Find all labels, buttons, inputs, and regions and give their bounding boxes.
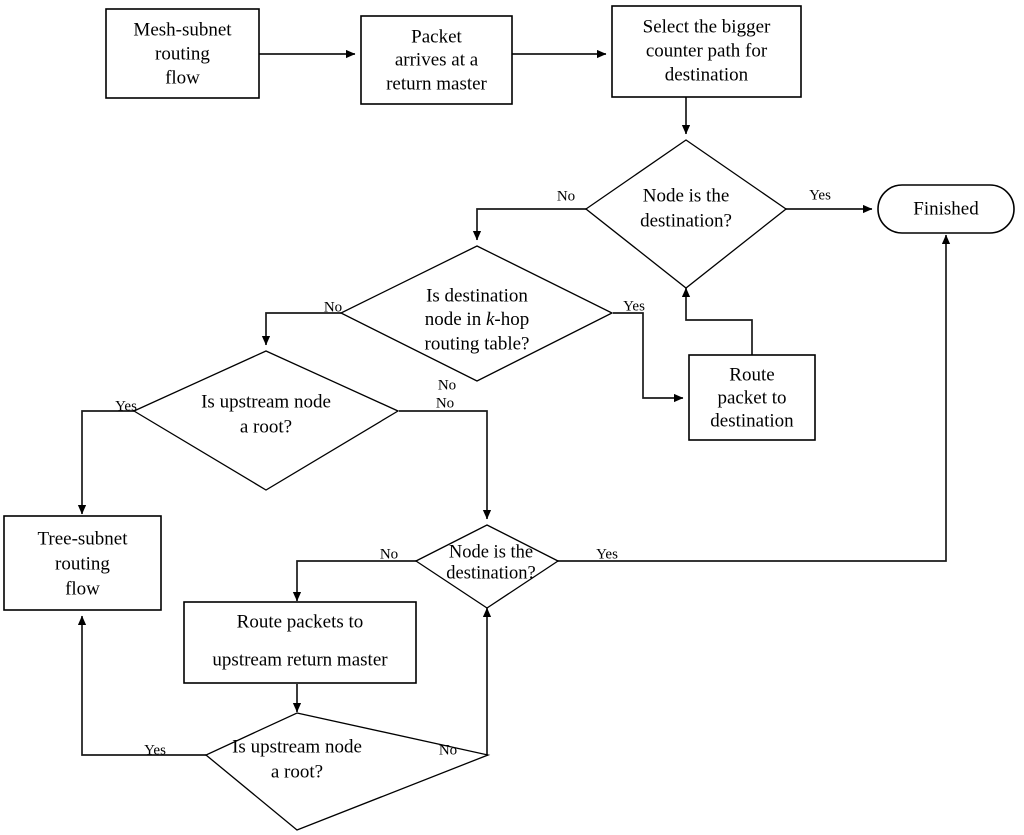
node-mesh-line3: flow [165, 67, 200, 88]
connector-dest1-no-to-khop [472, 208, 592, 241]
connector-root1-yes-to-tree-subnet [77, 410, 134, 515]
node-route-dest-line3: destination [710, 410, 794, 431]
node-khop-line2-italic-k: k [486, 309, 495, 330]
connector-dest2-no-to-route-upstream [292, 560, 422, 602]
node-route-upstream-line2: upstream return master [212, 649, 388, 670]
node-select-line2: counter path for [646, 40, 768, 61]
node-select-line3: destination [665, 64, 749, 85]
node-root2-line2: a root? [271, 761, 323, 782]
edge-label-dest2-yes: Yes [596, 546, 618, 562]
node-packet-line2: arrives at a [395, 49, 479, 70]
node-select-bigger-counter-path[interactable]: Select the bigger counter path for desti… [611, 5, 802, 98]
edge-label-root1-yes: Yes [115, 398, 137, 414]
node-khop-line2-pre: node in [425, 309, 486, 330]
node-route-packets-upstream-return-master[interactable]: Route packets to upstream return master [183, 601, 417, 684]
node-khop-routing-table-decision[interactable]: Is destination node in k-hop routing tab… [339, 245, 614, 382]
node-khop-line3: routing table? [425, 333, 530, 354]
node-khop-line1: Is destination [426, 285, 528, 306]
node-is-destination-decision-1[interactable]: Node is the destination? [584, 139, 788, 289]
node-root1-line2: a root? [240, 416, 292, 437]
connector-root2-yes-to-tree-subnet [77, 615, 206, 756]
node-khop-line2: node in k-hop [425, 309, 529, 330]
connector-khop-yes-to-route-dest [613, 312, 684, 403]
node-packet-line3: return master [386, 73, 487, 94]
connector-dest2-yes-to-finished [553, 234, 951, 562]
edge-label-root1-no: No [438, 377, 456, 393]
connector-route-dest-to-dest1 [681, 287, 753, 355]
node-dest1-line1: Node is the [643, 185, 730, 206]
edge-label-khop-no-bottom: No [436, 395, 454, 411]
node-root1-line1: Is upstream node [201, 391, 331, 412]
node-packet-arrives[interactable]: Packet arrives at a return master [360, 15, 513, 105]
node-tree-line2: routing [55, 553, 110, 574]
edge-label-dest2-no: No [380, 546, 398, 562]
node-root2-line1: Is upstream node [232, 736, 362, 757]
connector-khop-no-to-root1 [261, 312, 341, 346]
node-mesh-line2: routing [155, 43, 210, 64]
node-khop-line2-post: -hop [494, 309, 529, 330]
edge-label-dest1-no: No [557, 188, 575, 204]
node-finished-label: Finished [913, 198, 979, 219]
node-dest1-line2: destination? [640, 210, 732, 231]
node-upstream-root-decision-1[interactable]: Is upstream node a root? [132, 350, 400, 491]
edge-label-dest1-yes: Yes [809, 187, 831, 203]
node-is-destination-decision-2[interactable]: Node is the destination? [414, 524, 560, 609]
connector-root1-no-to-dest2 [399, 410, 492, 520]
node-mesh-line1: Mesh-subnet [133, 19, 232, 40]
edge-label-khop-no-left: No [324, 299, 342, 315]
node-packet-line1: Packet [411, 26, 462, 47]
node-dest2-line1: Node is the [449, 542, 533, 562]
node-dest2-line2: destination? [446, 563, 535, 583]
edge-label-khop-yes: Yes [623, 298, 645, 314]
node-tree-subnet-routing-flow[interactable]: Tree-subnet routing flow [3, 515, 162, 611]
node-tree-line3: flow [65, 578, 100, 599]
node-select-line1: Select the bigger [643, 16, 771, 37]
node-upstream-root-decision-2[interactable]: Is upstream node a root? [204, 712, 491, 831]
node-mesh-subnet-routing-flow[interactable]: Mesh-subnet routing flow [105, 8, 260, 99]
node-route-dest-line2: packet to [717, 387, 786, 408]
edge-label-root2-yes: Yes [144, 742, 166, 758]
node-route-dest-line1: Route [729, 364, 774, 385]
node-finished-terminator[interactable]: Finished [877, 184, 1015, 234]
node-route-upstream-line1: Route packets to [237, 611, 364, 632]
node-route-packet-to-destination[interactable]: Route packet to destination [688, 354, 816, 441]
node-tree-line1: Tree-subnet [37, 528, 128, 549]
edge-label-root2-no: No [439, 742, 457, 758]
